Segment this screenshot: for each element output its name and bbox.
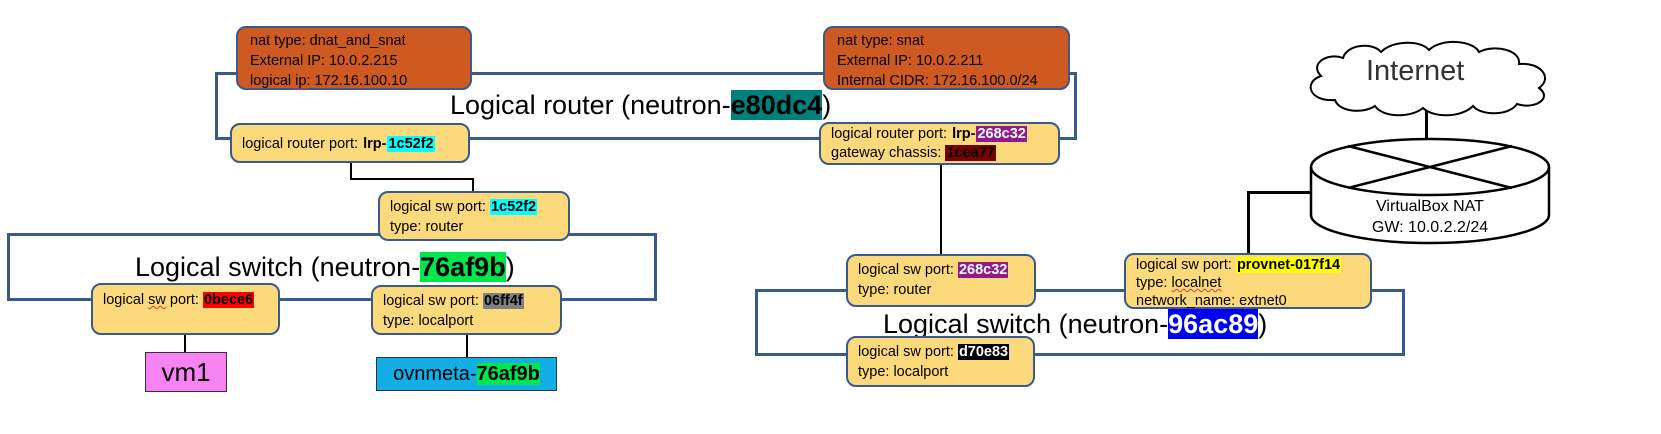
switch-left-local-port: logical sw port: 06ff4f type: localport	[371, 285, 562, 335]
nat-rule-dnat-snat: nat type: dnat_and_snat External IP: 10.…	[236, 26, 472, 90]
logical-switch-left-box	[7, 233, 657, 301]
link-router-switch-left-b	[350, 178, 474, 180]
logical-router-box	[215, 72, 1077, 140]
internet-cloud-icon	[1309, 41, 1546, 117]
router-port-right: logical router port: lrp-268c32 gateway …	[819, 122, 1060, 165]
switch-left-id: 76af9b	[420, 252, 506, 282]
logical-switch-right-label: Logical switch (neutron-96ac89)	[883, 309, 1268, 339]
switch-right-id: 96ac89	[1168, 309, 1259, 339]
link-ovnmeta	[466, 334, 468, 358]
ovnmeta-box: ovnmeta-76af9b	[376, 357, 557, 391]
link-router-switch-left-a	[350, 163, 352, 180]
link-vm1	[184, 333, 186, 353]
logical-router-label: Logical router (neutron-e80dc4)	[450, 90, 832, 120]
logical-switch-left-label: Logical switch (neutron-76af9b)	[135, 252, 515, 282]
router-port-left: logical router port: lrp-1c52f2	[230, 123, 470, 163]
switch-right-router-port: logical sw port: 268c32 type: router	[846, 254, 1036, 307]
switch-left-router-port: logical sw port: 1c52f2 type: router	[378, 191, 570, 241]
internet-label: Internet	[1366, 55, 1465, 87]
link-internet-vbox	[1425, 110, 1428, 140]
virtualbox-nat-router-icon	[1309, 137, 1551, 245]
link-provnet-vbox-a	[1247, 191, 1250, 256]
vm1-box: vm1	[145, 352, 227, 392]
switch-right-provnet-port: logical sw port: provnet-017f14 type: lo…	[1124, 253, 1372, 309]
virtualbox-nat-label: VirtualBox NAT GW: 10.0.2.2/24	[1371, 198, 1489, 236]
switch-left-vm-port: logical sw port: 0bece6	[91, 283, 280, 335]
link-provnet-vbox-b	[1247, 191, 1311, 194]
switch-right-local-port: logical sw port: d70e83 type: localport	[846, 336, 1035, 387]
logical-switch-right-box	[755, 289, 1405, 356]
router-id: e80dc4	[730, 90, 823, 120]
link-router-switch-right	[940, 163, 942, 255]
nat-rule-snat: nat type: snat External IP: 10.0.2.211 I…	[823, 26, 1070, 90]
link-router-switch-left-c	[472, 178, 474, 194]
